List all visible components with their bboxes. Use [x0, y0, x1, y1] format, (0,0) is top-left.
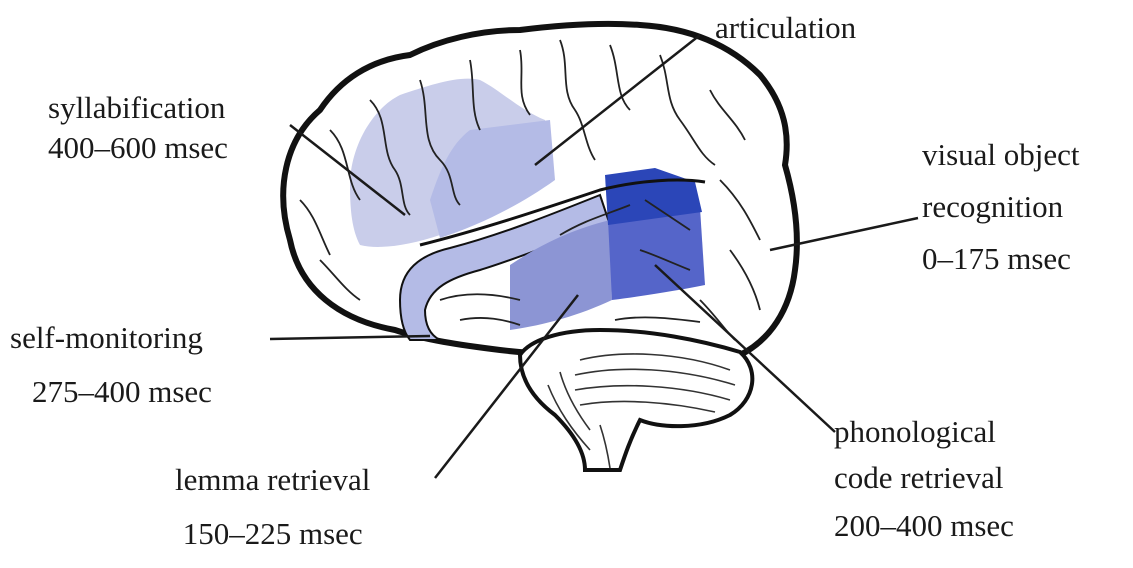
visual-object-name-line1: visual object	[922, 135, 1080, 175]
phonological-name-line1: phonological	[834, 412, 1014, 452]
self-monitoring-label: self-monitoring 275–400 msec	[10, 318, 212, 412]
articulation-label: articulation	[715, 8, 856, 48]
self-monitoring-name: self-monitoring	[10, 318, 212, 358]
leader-self-monitoring	[270, 336, 430, 339]
phonological-code-retrieval-label: phonological code retrieval 200–400 msec	[834, 412, 1014, 546]
syllabification-time: 400–600 msec	[48, 128, 228, 168]
syllabification-label: syllabification 400–600 msec	[48, 88, 228, 168]
lemma-retrieval-time: 150–225 msec	[175, 514, 370, 554]
visual-object-time: 0–175 msec	[922, 239, 1080, 279]
self-monitoring-time: 275–400 msec	[10, 372, 212, 412]
visual-object-recognition-label: visual object recognition 0–175 msec	[922, 135, 1080, 279]
phonological-time: 200–400 msec	[834, 506, 1014, 546]
lemma-retrieval-name: lemma retrieval	[175, 460, 370, 500]
phonological-name-line2: code retrieval	[834, 458, 1014, 498]
articulation-name: articulation	[715, 8, 856, 48]
lemma-retrieval-label: lemma retrieval 150–225 msec	[175, 460, 370, 554]
visual-object-name-line2: recognition	[922, 187, 1080, 227]
syllabification-name: syllabification	[48, 88, 228, 128]
